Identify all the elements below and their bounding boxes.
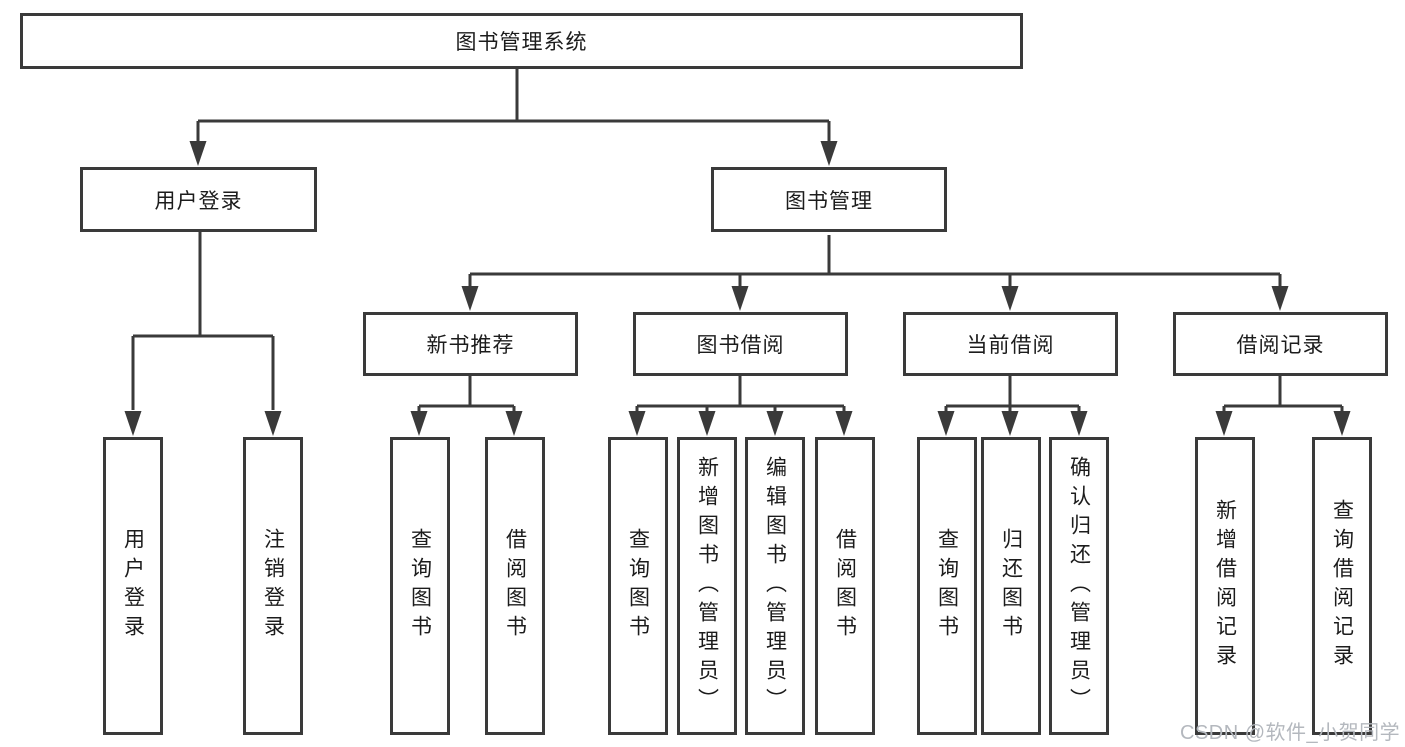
leaf-query-borrow-record: 查询借阅记录 — [1312, 437, 1372, 735]
leaf-query-books-borrow-label: 查询图书 — [626, 528, 650, 644]
leaf-logout-label: 注销登录 — [261, 528, 285, 644]
leaf-confirm-return-admin: 确认归还（管理员） — [1049, 437, 1109, 735]
node-new-book-recommend-label: 新书推荐 — [426, 334, 515, 357]
leaf-return-books: 归还图书 — [981, 437, 1041, 735]
node-book-management-label: 图书管理 — [785, 189, 873, 213]
node-current-borrowing: 当前借阅 — [903, 312, 1118, 376]
node-library-system-label: 图书管理系统 — [455, 31, 588, 54]
leaf-confirm-return-admin-label: 确认归还（管理员） — [1067, 455, 1091, 717]
leaf-user-login: 用户登录 — [103, 437, 163, 735]
leaf-edit-books-admin-label: 编辑图书（管理员） — [763, 455, 787, 717]
leaf-query-books-borrow: 查询图书 — [608, 437, 668, 735]
leaf-add-borrow-record: 新增借阅记录 — [1195, 437, 1255, 735]
leaf-query-borrow-record-label: 查询借阅记录 — [1330, 499, 1354, 673]
node-user-login-group-label: 用户登录 — [154, 189, 243, 213]
node-user-login-group: 用户登录 — [80, 167, 317, 232]
node-book-borrowing-label: 图书借阅 — [696, 334, 785, 357]
leaf-add-books-admin: 新增图书（管理员） — [677, 437, 737, 735]
node-book-management: 图书管理 — [711, 167, 947, 232]
leaf-edit-books-admin: 编辑图书（管理员） — [745, 437, 805, 735]
leaf-borrow-books-label: 借阅图书 — [833, 528, 857, 644]
node-new-book-recommend: 新书推荐 — [363, 312, 578, 376]
node-library-system: 图书管理系统 — [20, 13, 1023, 69]
leaf-return-books-label: 归还图书 — [999, 528, 1023, 644]
leaf-user-login-label: 用户登录 — [121, 528, 145, 644]
node-borrowing-records-label: 借阅记录 — [1236, 334, 1325, 357]
leaf-borrow-books-newbook-label: 借阅图书 — [503, 528, 527, 644]
leaf-add-books-admin-label: 新增图书（管理员） — [695, 455, 719, 717]
leaf-query-books-current-label: 查询图书 — [935, 528, 959, 644]
leaf-borrow-books: 借阅图书 — [815, 437, 875, 735]
leaf-logout: 注销登录 — [243, 437, 303, 735]
leaf-query-books-newbook-label: 查询图书 — [408, 528, 432, 644]
leaf-add-borrow-record-label: 新增借阅记录 — [1213, 499, 1237, 673]
csdn-watermark: CSDN @软件_小贺同学 — [1180, 722, 1401, 744]
node-book-borrowing: 图书借阅 — [633, 312, 848, 376]
node-current-borrowing-label: 当前借阅 — [966, 334, 1055, 357]
leaf-query-books-newbook: 查询图书 — [390, 437, 450, 735]
leaf-borrow-books-newbook: 借阅图书 — [485, 437, 545, 735]
leaf-query-books-current: 查询图书 — [917, 437, 977, 735]
node-borrowing-records: 借阅记录 — [1173, 312, 1388, 376]
